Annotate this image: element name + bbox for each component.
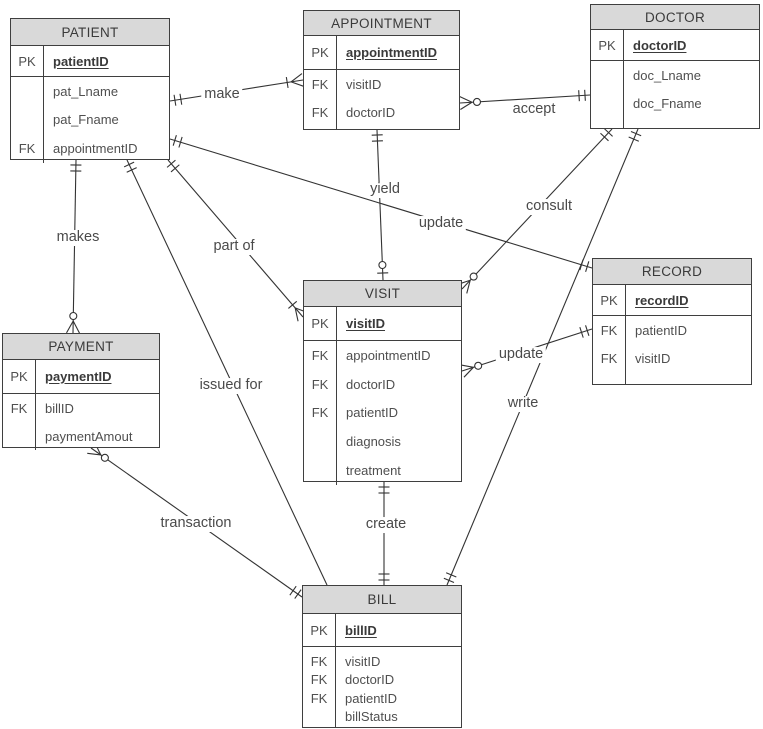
attribute-row: FK appointmentID (304, 341, 461, 370)
relationship-label-consult: consult (523, 198, 575, 215)
attribute-row: FK doctorID (303, 671, 461, 690)
relationship-yield-line (371, 129, 389, 281)
relationship-label-update: update (415, 215, 467, 232)
pk-attribute: doctorID (633, 37, 687, 53)
entity-title: PATIENT (11, 19, 169, 46)
entity-payment[interactable]: PAYMENT PK paymentID FK billID paymentAmo… (2, 333, 160, 450)
attribute-row: FK doctorID (304, 98, 459, 126)
attribute-row: FK visitID (303, 652, 461, 671)
attribute-name: pat_Lname (53, 83, 119, 99)
relationship-label-make: make (201, 86, 243, 103)
key-cell: FK (310, 672, 328, 688)
relationship-label-update: update (495, 346, 547, 363)
attribute-row: pat_Lname (11, 77, 169, 106)
attribute-row: treatment (304, 456, 461, 485)
attribute-name: visitID (346, 76, 382, 92)
key-cell: FK (310, 690, 328, 706)
key-cell: FK (311, 104, 329, 120)
attribute-name: diagnosis (346, 434, 401, 450)
entity-title: PAYMENT (3, 334, 159, 360)
attribute-row: FK billID (3, 394, 159, 422)
key-cell: FK (311, 347, 329, 363)
entity-bill[interactable]: BILL PK billID FK visitID FK doctorID FK pa… (302, 585, 462, 728)
relationship-label-makes: makes (53, 229, 103, 246)
attribute-name: patientID (346, 405, 399, 421)
pk-attribute: billID (345, 622, 377, 638)
pk-label: PK (10, 369, 28, 384)
pk-label: PK (598, 37, 616, 53)
entity-doctor[interactable]: DOCTOR PK doctorID doc_Lname doc_Fname (590, 4, 760, 129)
attribute-name: doc_Fname (633, 95, 702, 111)
entity-title: BILL (303, 586, 461, 614)
entity-appointment[interactable]: APPOINTMENT PK appointmentID FK visitID F… (303, 10, 460, 130)
attribute-row: FK patientID (304, 399, 461, 428)
key-cell: FK (600, 322, 618, 338)
key-cell: FK (10, 400, 28, 416)
attribute-row: FK patientID (593, 316, 751, 344)
attribute-name: treatment (346, 463, 401, 479)
key-cell: FK (18, 140, 36, 156)
pk-label: PK (600, 292, 618, 308)
attribute-row: diagnosis (304, 427, 461, 456)
pk-attribute: appointmentID (346, 45, 437, 60)
pk-attribute: visitID (346, 316, 386, 331)
attribute-row: FK visitID (304, 70, 459, 98)
attribute-name: appointmentID (53, 140, 138, 156)
entity-record[interactable]: RECORD PK recordID FK patientID FK visitID (592, 258, 752, 385)
attribute-row: FK patientID (303, 689, 461, 708)
relationship-create-line (378, 482, 390, 585)
relationship-label-write: write (504, 395, 542, 412)
attribute-name: doc_Lname (633, 67, 701, 83)
attribute-name: doctorID (345, 672, 395, 688)
attribute-name: visitID (635, 350, 671, 366)
relationship-part-of-line (166, 159, 309, 322)
entity-title: APPOINTMENT (304, 11, 459, 36)
relationship-makes-line (66, 159, 82, 334)
attribute-row: doc_Lname (591, 61, 759, 89)
attribute-name: appointmentID (346, 347, 431, 363)
pk-label: PK (311, 45, 329, 60)
key-cell: FK (310, 653, 328, 669)
relationship-label-yield: yield (367, 181, 403, 198)
relationship-label-create: create (362, 516, 410, 533)
attribute-row: doc_Fname (591, 89, 759, 117)
pk-label: PK (18, 53, 36, 69)
attribute-name: paymentAmout (45, 428, 133, 444)
entity-visit[interactable]: VISIT PK visitID FK appointmentID FK docto… (303, 280, 462, 485)
attribute-row: paymentAmout (3, 422, 159, 450)
relationship-label-issued-for: issued for (196, 377, 266, 394)
attribute-row: pat_Fname (11, 106, 169, 135)
relationship-issued-for-line (123, 159, 328, 586)
attribute-name: patientID (635, 322, 688, 338)
key-cell: FK (311, 76, 329, 92)
entity-title: VISIT (304, 281, 461, 307)
entity-title: DOCTOR (591, 5, 759, 30)
attribute-name: doctorID (346, 376, 396, 392)
entity-title: RECORD (593, 259, 751, 285)
pk-label: PK (310, 622, 328, 638)
attribute-name: doctorID (346, 104, 396, 120)
pk-attribute: recordID (635, 292, 689, 308)
entity-patient[interactable]: PATIENT PK patientID pat_Lname pat_Fname… (10, 18, 170, 163)
attribute-name: billStatus (345, 709, 398, 725)
relationship-label-accept: accept (509, 101, 559, 118)
key-cell: FK (311, 376, 329, 392)
attribute-name: pat_Fname (53, 112, 119, 128)
relationship-accept-line (459, 89, 591, 110)
pk-attribute: paymentID (45, 369, 112, 384)
key-cell: FK (600, 350, 618, 366)
attribute-name: visitID (345, 653, 381, 669)
key-cell: FK (311, 405, 329, 421)
attribute-name: billID (45, 400, 74, 416)
attribute-row: FK visitID (593, 344, 751, 372)
attribute-row: FK doctorID (304, 370, 461, 399)
attribute-name: patientID (345, 690, 398, 706)
relationship-label-part-of: part of (210, 238, 258, 255)
pk-label: PK (311, 316, 329, 331)
attribute-row: billStatus (303, 708, 461, 727)
relationship-label-transaction: transaction (157, 515, 235, 532)
attribute-row: FK appointmentID (11, 134, 169, 163)
pk-attribute: patientID (53, 53, 109, 69)
